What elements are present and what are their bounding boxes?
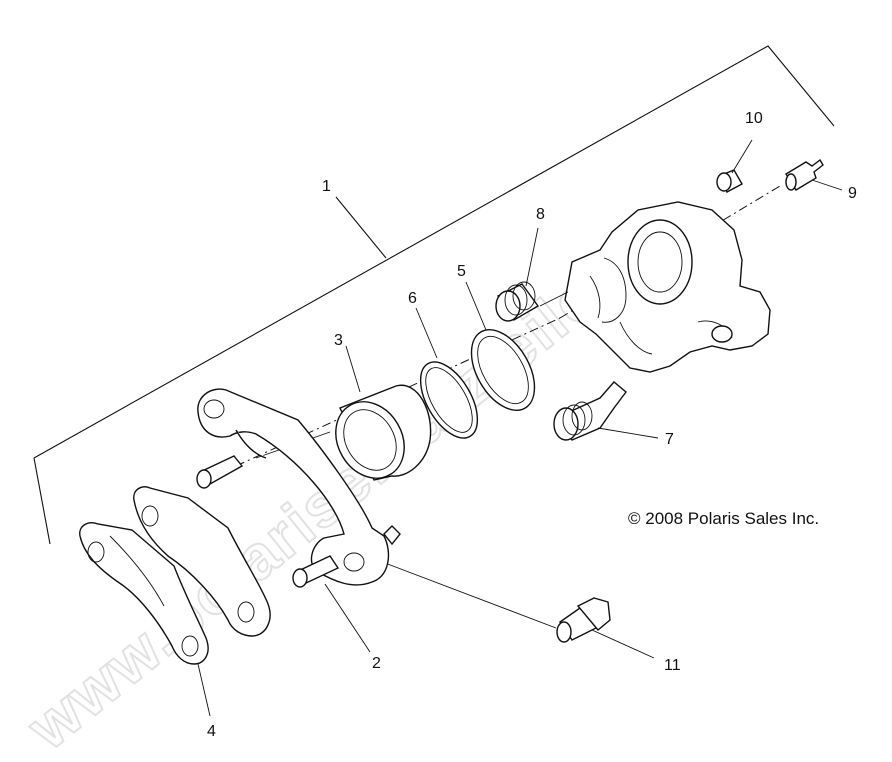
bleeder-screw: [785, 158, 843, 191]
callout-3: 3: [334, 332, 343, 349]
callout-2: 2: [372, 655, 381, 672]
callout-10: 10: [745, 110, 763, 127]
caliper-body: [564, 201, 771, 373]
copyright-text: © 2008 Polaris Sales Inc.: [628, 509, 819, 528]
callout-11: 11: [664, 657, 681, 674]
callout-5: 5: [457, 263, 466, 280]
brake-pads: [79, 486, 271, 717]
mounting-bolt: [556, 597, 655, 659]
piston: [335, 345, 432, 481]
seal-piston: [415, 307, 479, 439]
callout-7: 7: [665, 431, 674, 448]
assembly-bracket-line: [33, 45, 835, 545]
callout-9: 9: [848, 185, 857, 202]
callout-1: 1: [322, 178, 331, 195]
callout-4: 4: [207, 723, 216, 740]
bleeder-cap: [716, 139, 753, 193]
bracket-caliper: [196, 388, 401, 653]
callout-6: 6: [408, 290, 417, 307]
pin-boot-8: [495, 227, 569, 322]
callout-8: 8: [536, 206, 545, 223]
seal-dust: [465, 281, 536, 411]
pin-boot-7: [553, 381, 659, 441]
